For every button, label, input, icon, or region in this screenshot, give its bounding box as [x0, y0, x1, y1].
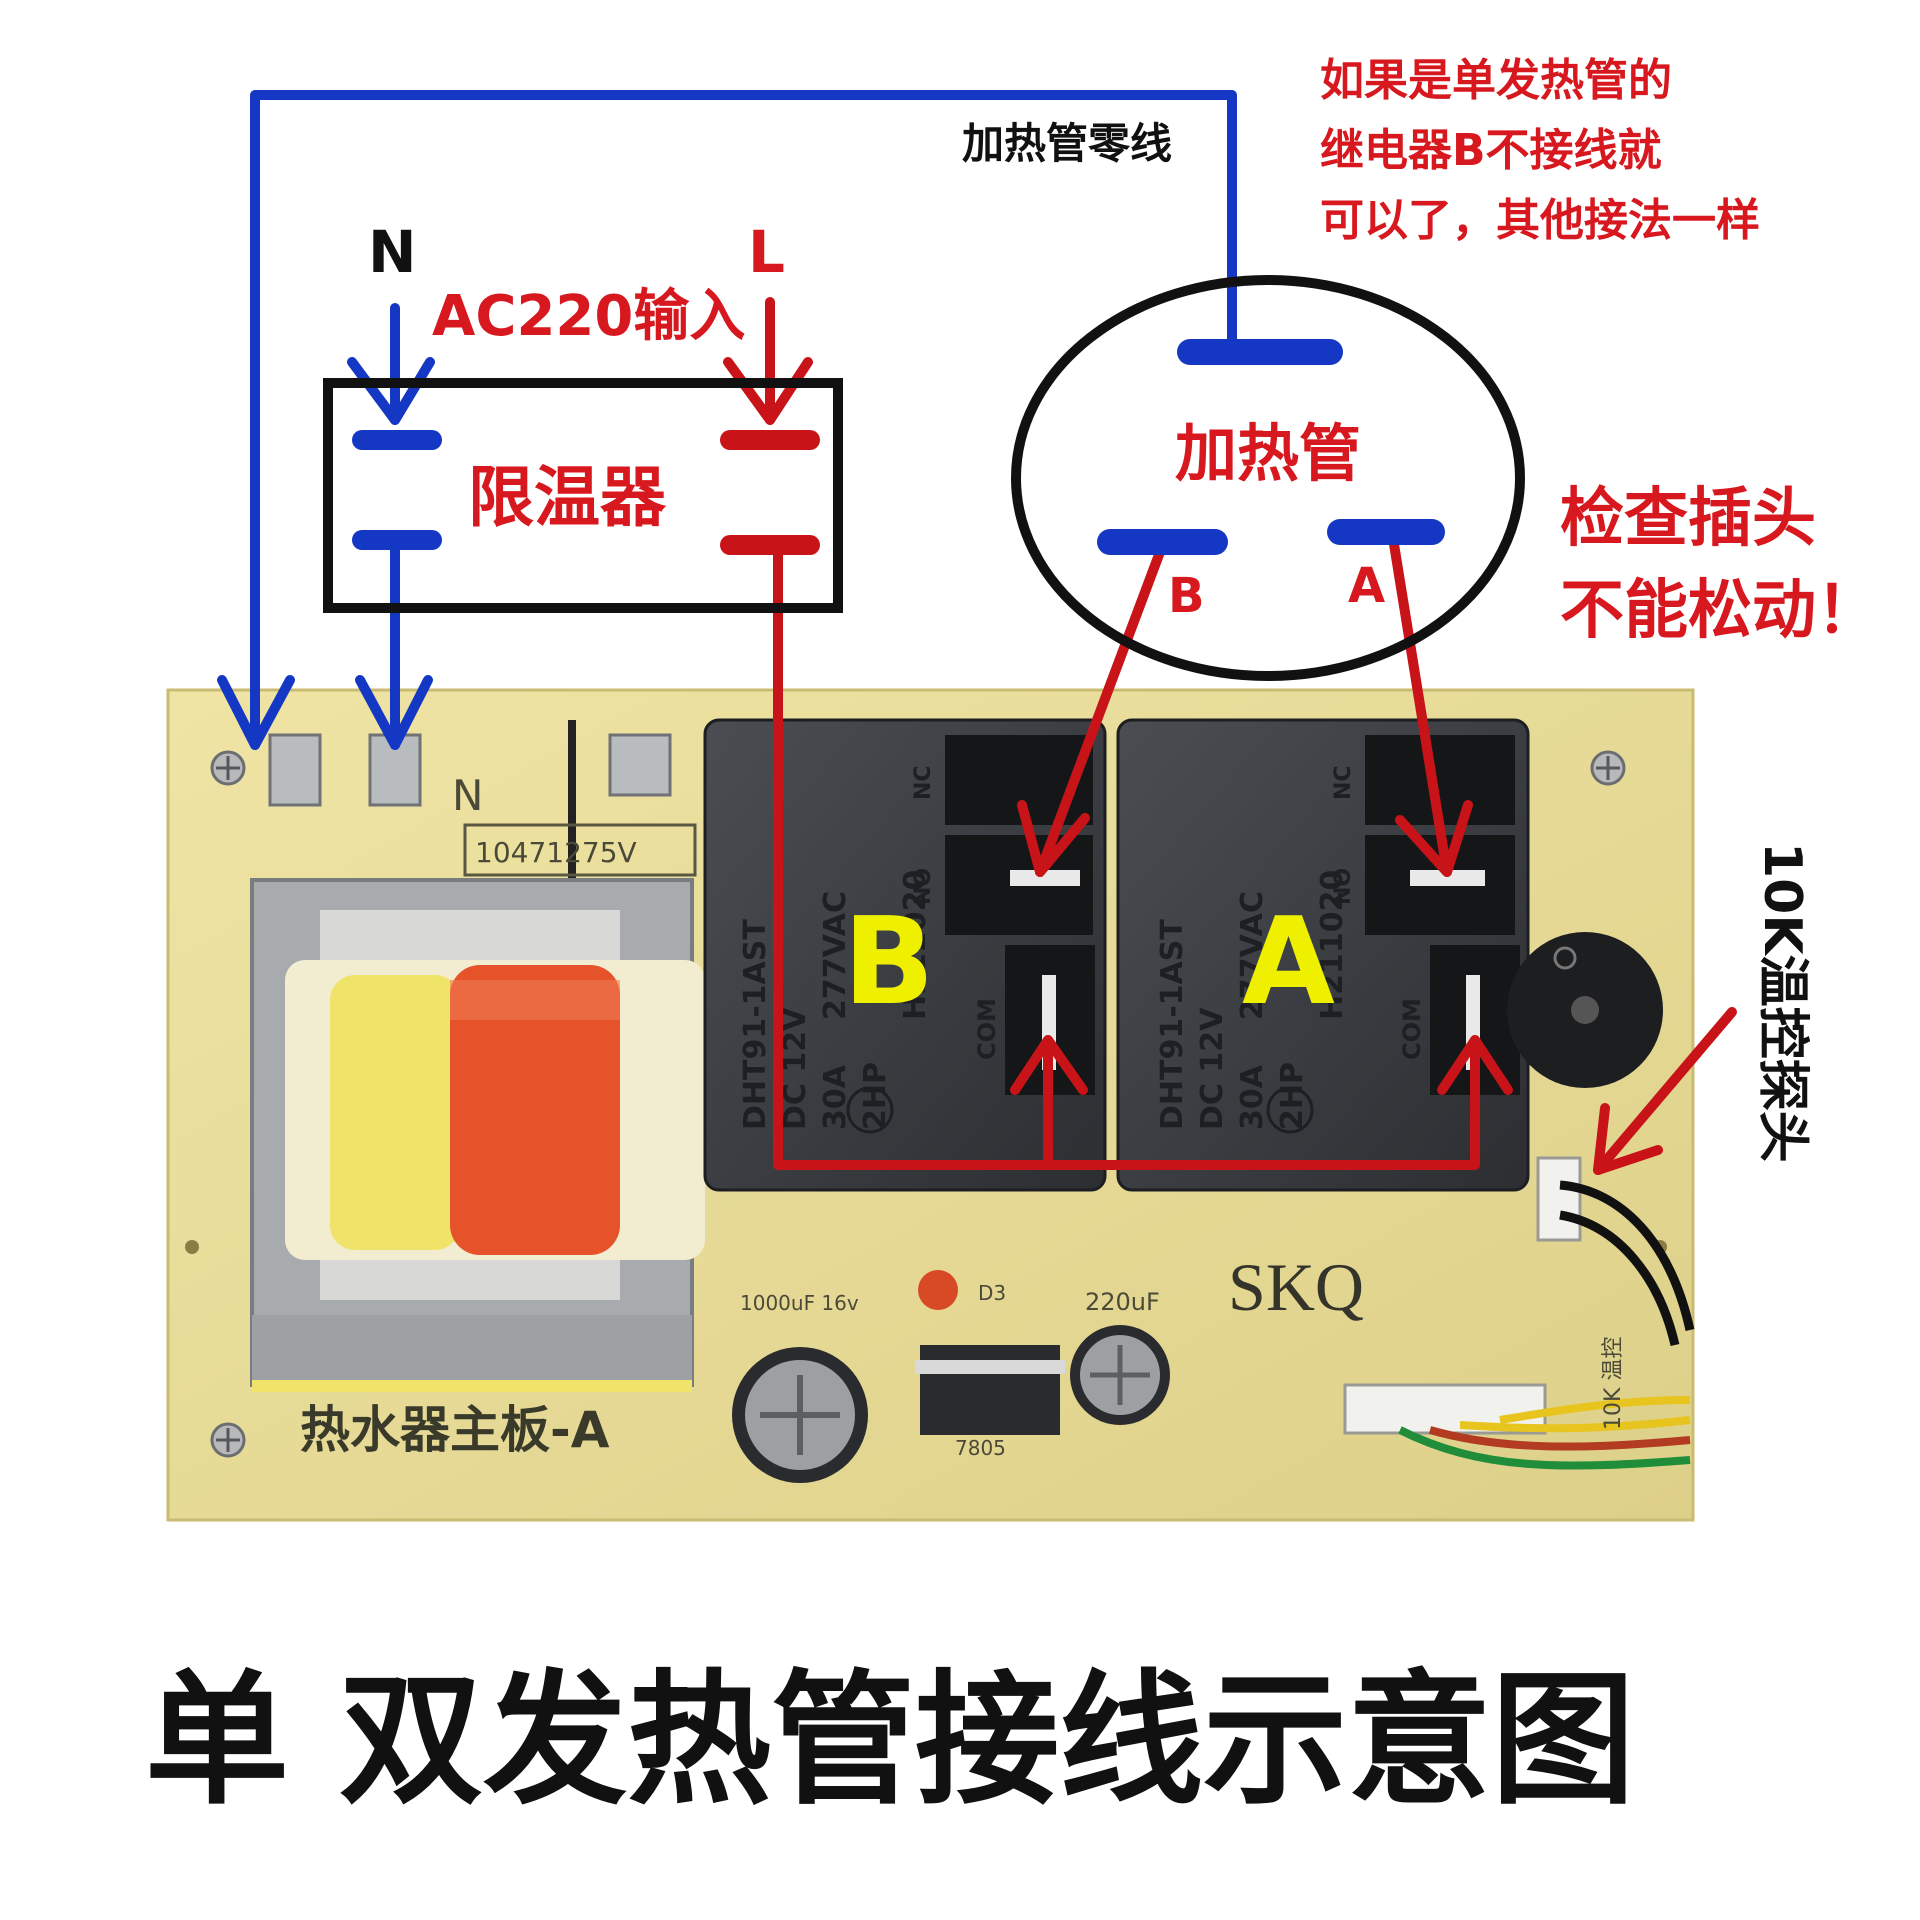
arrow-icon — [1593, 1103, 1663, 1175]
relay-a-no: NO — [1331, 868, 1356, 905]
relay-a-com: COM — [1398, 998, 1426, 1060]
temp-limiter-box: 限温器 — [323, 378, 843, 613]
probe-arrow-wire — [1593, 1007, 1737, 1175]
terminal-b-label: B — [1168, 568, 1205, 624]
transformer — [250, 878, 705, 1392]
varistor-label: 10471275V — [475, 836, 637, 869]
board-name: 热水器主板-A — [300, 1401, 610, 1459]
heater-b-wire — [1035, 547, 1165, 877]
probe-label: 10K温控探头 — [1752, 842, 1812, 1163]
arrow-icon — [1437, 1035, 1513, 1095]
relay-a-model: DHT91-1AST — [1155, 919, 1190, 1130]
relay-b: DHT91-1AST DC 12V 30A 277VAC 2HP H211020… — [703, 718, 1107, 1192]
cap1-label: 1000uF 16v — [740, 1291, 859, 1315]
heater-element: 加热管 B A — [1011, 275, 1525, 681]
relay-b-code: H211020 — [898, 870, 933, 1020]
live-com-wire — [773, 540, 1480, 1170]
capacitor-icon — [732, 1347, 868, 1483]
relay-b-nc: NC — [911, 765, 936, 800]
relay-b-model: DHT91-1AST — [738, 919, 773, 1130]
limiter-label: 限温器 — [468, 459, 667, 536]
check-plug-note: 检查插头 不能松动！ — [1560, 482, 1880, 648]
cap2-label: 220uF — [1085, 1288, 1160, 1316]
reg-label: 7805 — [955, 1436, 1006, 1460]
brand-silk: SKQ — [1228, 1249, 1364, 1325]
check-line1: 检查插头 — [1560, 482, 1816, 556]
neutral-heater-wire — [250, 90, 1237, 750]
n-silk-mark: N — [452, 771, 483, 820]
arrow-icon — [1017, 800, 1090, 877]
capacitor-icon — [1070, 1325, 1170, 1425]
neutral-line-label: 加热管零线 — [962, 119, 1172, 168]
arrow-icon — [217, 675, 295, 750]
screw-icon — [1590, 750, 1626, 786]
relay-b-letter: B — [843, 893, 934, 1032]
led-icon: D3 — [918, 1270, 1006, 1310]
arrow-icon — [1395, 800, 1473, 877]
relay-b-vac: 277VAC — [818, 891, 853, 1020]
relay-b-no: NO — [911, 868, 936, 905]
note-line3: 可以了，其他接法一样 — [1320, 195, 1760, 246]
connector-silk: 10K 温控 — [1601, 1337, 1626, 1430]
note-text: 如果是单发热管的 继电器B不接线就 可以了，其他接法一样 — [1320, 55, 1760, 246]
led-label: D3 — [978, 1281, 1006, 1305]
terminal-a-label: A — [1348, 558, 1385, 614]
note-line1: 如果是单发热管的 — [1320, 55, 1672, 106]
regulator: 7805 — [915, 1345, 1065, 1460]
ribbon-connector — [1343, 1383, 1691, 1470]
relay-a-amp: 30A — [1235, 1064, 1270, 1130]
screw-icon — [210, 750, 246, 786]
heater-a-wire — [1388, 533, 1452, 877]
footer-title: 单 双发热管接线示意图 — [145, 1656, 1635, 1824]
relay-a-vac: 277VAC — [1235, 891, 1270, 1020]
check-line2: 不能松动！ — [1560, 574, 1880, 648]
n-label: N — [368, 218, 417, 286]
buzzer-icon — [1507, 932, 1663, 1088]
probe-connector — [1536, 1156, 1695, 1347]
relay-a-hp: 2HP — [1275, 1062, 1310, 1130]
heater-label: 加热管 — [1175, 417, 1361, 490]
terminal-connectors — [268, 720, 672, 880]
note-line2: 继电器B不接线就 — [1320, 125, 1662, 176]
relay-b-dc: DC 12V — [778, 1007, 813, 1130]
screw-icon — [210, 1422, 246, 1458]
relay-a: DHT91-1AST DC 12V 30A 277VAC 2HP H211020… — [1116, 718, 1530, 1192]
relay-b-com: COM — [973, 998, 1001, 1060]
l-label: L — [748, 218, 785, 286]
arrow-icon — [355, 675, 433, 750]
relay-a-letter: A — [1242, 893, 1335, 1032]
relay-a-code: H211020 — [1315, 870, 1350, 1020]
relay-a-dc: DC 12V — [1195, 1007, 1230, 1130]
relay-a-nc: NC — [1331, 765, 1356, 800]
ac-input-label: AC220输入 — [432, 284, 745, 349]
arrow-icon — [1010, 1035, 1088, 1095]
relay-b-amp: 30A — [818, 1064, 853, 1130]
